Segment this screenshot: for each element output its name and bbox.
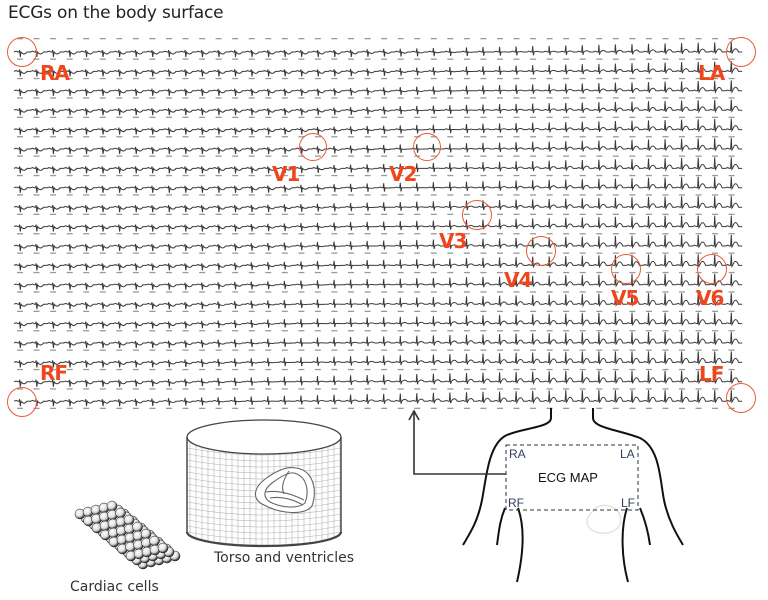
torso-ventricles-caption: Torso and ventricles [214, 550, 354, 566]
ecg-trace-row [13, 293, 743, 310]
map-label-lf: LF [621, 496, 636, 510]
ecg-trace-row [13, 80, 743, 96]
lead-circle-v3 [462, 200, 492, 230]
lead-circle-rf [7, 387, 37, 417]
lead-circle-v1 [299, 133, 327, 161]
ecg-trace-row [13, 234, 743, 252]
ecg-trace-row [13, 351, 743, 368]
map-label-rf: RF [508, 496, 524, 510]
lead-circle-v2 [413, 133, 441, 161]
ecg-map-title: ECG MAP [538, 470, 598, 485]
page-title: ECGs on the body surface [8, 3, 224, 23]
ecg-trace-row [13, 196, 743, 213]
map-label-ra: RA [509, 447, 526, 461]
lead-label-v6: V6 [696, 286, 724, 310]
cardiac-cells-illustration [74, 500, 181, 570]
arrow-to-ecg-map [408, 409, 506, 475]
ecg-trace-row [13, 42, 743, 58]
lead-label-lf: LF [699, 362, 724, 386]
lead-label-rf: RF [40, 361, 68, 385]
cardiac-cells-caption: Cardiac cells [70, 579, 159, 595]
ecg-trace-row [13, 370, 743, 387]
ecg-trace-row [13, 137, 743, 155]
ecg-trace-row [13, 176, 743, 193]
lead-circle-v4 [526, 236, 556, 266]
ecg-trace-row [13, 390, 743, 407]
lead-label-la: LA [698, 61, 725, 85]
lead-label-v1: V1 [272, 162, 300, 186]
heart-watermark [586, 504, 622, 534]
ecg-trace-row [13, 215, 743, 232]
ecg-trace-row [13, 99, 743, 116]
lead-circle-v6 [697, 254, 727, 284]
ecg-trace-row [13, 312, 743, 329]
ecg-trace-row [13, 331, 743, 349]
lead-label-v3: V3 [439, 229, 467, 253]
lead-label-v4: V4 [504, 268, 532, 292]
ecg-trace-row [13, 118, 743, 135]
ecg-map-box [505, 444, 639, 511]
lead-circle-lf [726, 383, 756, 413]
lead-circle-v5 [611, 254, 641, 284]
lead-circle-la [726, 37, 756, 67]
torso-outline [462, 408, 684, 583]
ecg-grid [13, 38, 743, 409]
torso-cylinder-illustration [185, 419, 343, 548]
lead-label-ra: RA [40, 61, 70, 85]
ventricles-icon [254, 467, 315, 514]
map-label-la: LA [620, 447, 635, 461]
ecg-trace-row [13, 157, 743, 174]
lead-label-v5: V5 [611, 286, 639, 310]
ecg-trace-row [13, 61, 743, 77]
lead-circle-ra [7, 37, 37, 67]
lead-label-v2: V2 [389, 162, 417, 186]
